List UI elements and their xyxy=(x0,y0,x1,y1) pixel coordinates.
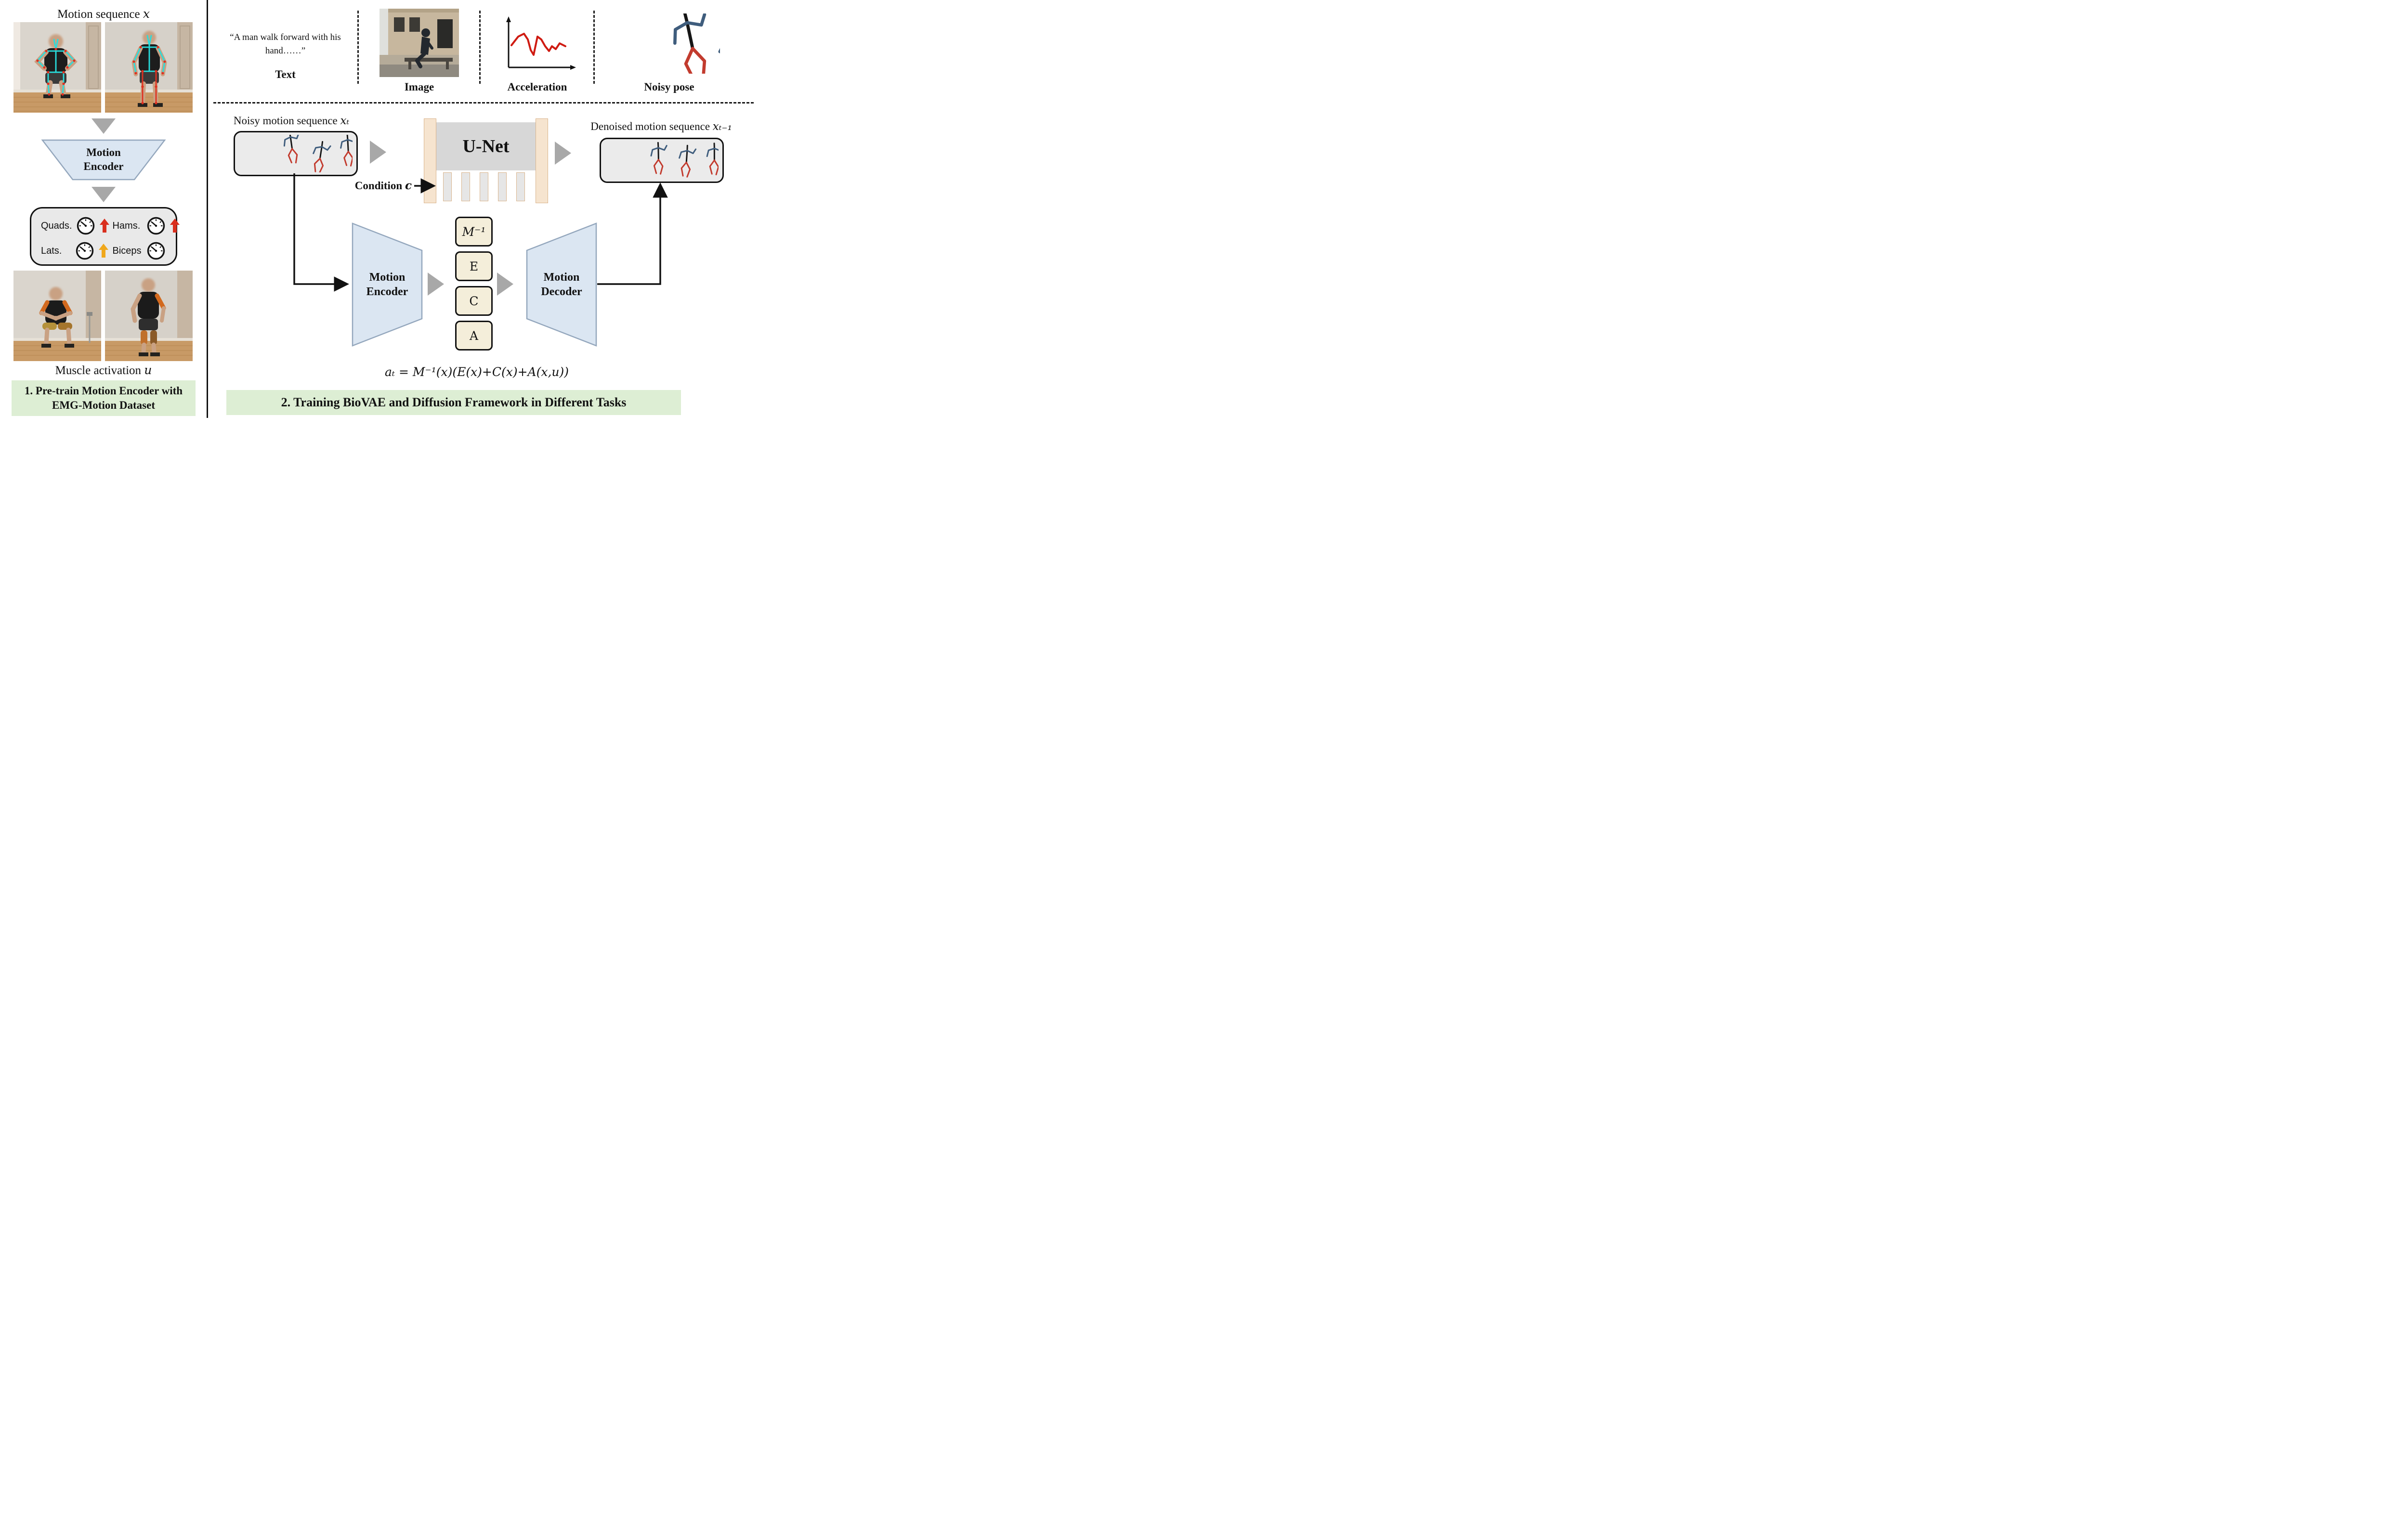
unet-label: U-Net xyxy=(462,136,510,156)
condition-c-label: Condition c xyxy=(354,179,412,192)
unet-column xyxy=(461,172,470,201)
condition-text-label: Text xyxy=(275,68,296,80)
emg-photo-1 xyxy=(13,271,101,361)
conditions-divider xyxy=(213,102,754,104)
muscle-item-biceps: Biceps xyxy=(112,241,180,260)
denoised-sequence-label: Denoised motion sequence xₜ₋₁ xyxy=(590,120,732,133)
condition-text-quote: “A man walk forward with his hand……” xyxy=(230,32,341,56)
muscle-activation-panel: Quads. Hams. Lats. Biceps xyxy=(30,207,180,266)
decoder-trapezoid-shape xyxy=(526,222,597,347)
encoder-trapezoid-shape xyxy=(41,139,166,181)
encoder-trapezoid-shape xyxy=(352,222,423,347)
condition-separator xyxy=(593,11,595,84)
condition-image-label: Image xyxy=(404,81,434,93)
motion-decoder-label: Motion Decoder xyxy=(541,271,582,298)
unet-column xyxy=(443,172,452,201)
unet-column xyxy=(480,172,488,201)
right-arrow-icon xyxy=(555,142,571,165)
motion-encoder-2-block: Motion Encoder xyxy=(352,222,423,347)
acceleration-label: Acceleration xyxy=(507,81,567,93)
pretrain-banner: 1. Pre-train Motion Encoder with EMG-Mot… xyxy=(12,380,196,416)
down-arrow-icon xyxy=(92,118,116,134)
training-banner: 2. Training BioVAE and Diffusion Framewo… xyxy=(226,390,681,415)
activation-formula: aₜ = M⁻¹(x)(E(x)+C(x)+A(x,u)) xyxy=(384,365,569,379)
unet-core: U-Net xyxy=(436,122,536,170)
muscle-activation-caption: Muscle activation u xyxy=(55,363,152,377)
acceleration-graphic xyxy=(506,16,576,70)
condition-separator xyxy=(479,11,481,84)
muscle-item-lats: Lats. xyxy=(41,241,109,260)
motion-sequence-title: Motion sequence x xyxy=(57,7,150,21)
motion-decoder-block: Motion Decoder xyxy=(526,222,597,347)
down-arrow-icon xyxy=(92,187,116,202)
motion-photo-2 xyxy=(105,22,193,113)
motion-encoder-block: Motion Encoder xyxy=(41,139,166,181)
motion-encoder-label: Motion Encoder xyxy=(83,146,124,172)
noisy-sequence-box xyxy=(234,131,358,176)
noisy-pose-label: Noisy pose xyxy=(644,81,694,93)
token-e: E xyxy=(455,251,493,281)
right-arrow-icon xyxy=(370,141,386,164)
up-arrow-icon xyxy=(100,219,110,233)
connector-arrows xyxy=(293,173,668,292)
token-c: C xyxy=(455,286,493,316)
token-a: A xyxy=(455,321,493,351)
unet-column xyxy=(498,172,507,201)
up-arrow-icon xyxy=(170,219,180,233)
condition-image-photo xyxy=(380,9,459,77)
emg-photo-2 xyxy=(105,271,193,361)
denoised-sequence-box xyxy=(600,138,724,183)
right-arrow-icon xyxy=(428,273,444,296)
up-arrow-icon xyxy=(99,244,108,258)
motion-photo-1 xyxy=(13,22,101,113)
noisy-sequence-label: Noisy motion sequence xₜ xyxy=(233,115,350,127)
token-minv: M⁻¹ xyxy=(455,217,493,247)
unet-side-bar xyxy=(536,118,548,203)
motion-encoder-2-label: Motion Encoder xyxy=(366,271,408,298)
panel-divider xyxy=(207,0,208,418)
muscle-item-quads: Quads. xyxy=(41,216,110,235)
unet-column xyxy=(516,172,525,201)
right-arrow-icon xyxy=(497,273,513,296)
muscle-item-hams: Hams. xyxy=(112,216,180,235)
figure-canvas: Motion sequence x xyxy=(0,0,771,433)
condition-separator xyxy=(357,11,359,84)
